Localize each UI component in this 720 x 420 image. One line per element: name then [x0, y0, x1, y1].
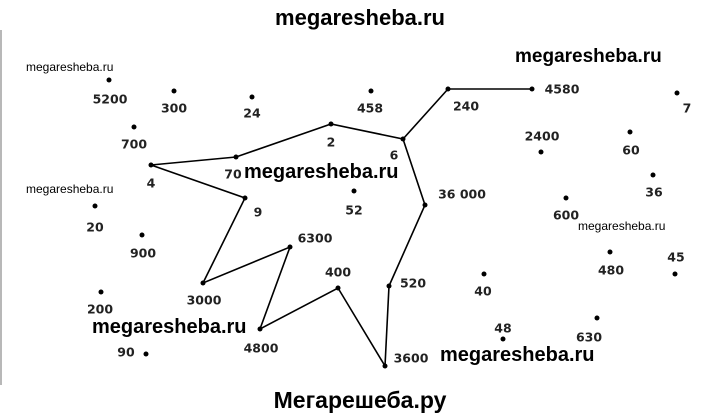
header-watermark: megaresheba.ru — [275, 5, 445, 30]
dot — [627, 129, 633, 135]
number-label: 4 — [146, 175, 156, 191]
number-label: 240 — [452, 98, 480, 114]
number-label: 480 — [597, 262, 625, 278]
dot — [242, 195, 248, 201]
watermark-mid-left: megaresheba.ru — [26, 182, 114, 196]
number-label: 7 — [682, 100, 692, 116]
number-label: 45 — [667, 249, 685, 265]
number-label: 60 — [622, 142, 640, 158]
number-label: 3600 — [393, 350, 429, 366]
dot — [98, 289, 104, 295]
number-label: 90 — [117, 344, 135, 360]
dot — [538, 149, 544, 155]
watermark-center: megaresheba.ru — [244, 161, 399, 183]
dot — [368, 88, 374, 94]
dot — [131, 124, 137, 130]
figure-outline-right — [150, 138, 426, 369]
watermark-top-left: megaresheba.ru — [26, 60, 114, 74]
watermark-top-right: megaresheba.ru — [515, 46, 662, 67]
number-label: 70 — [224, 166, 242, 182]
number-label: 20 — [86, 219, 104, 235]
number-label: 36 — [645, 184, 663, 200]
dot — [351, 188, 357, 194]
dot — [672, 271, 678, 277]
number-label: 4580 — [544, 81, 580, 97]
dot — [382, 363, 388, 369]
number-label: 5200 — [92, 91, 128, 107]
watermark-mid-right: megaresheba.ru — [578, 219, 666, 233]
dot — [171, 88, 177, 94]
number-label: 6 — [389, 147, 399, 163]
dot — [143, 351, 149, 357]
dot — [445, 86, 451, 92]
watermark-bottom-center: megaresheba.ru — [440, 344, 595, 366]
number-label: 700 — [120, 136, 148, 152]
number-label: 2 — [326, 134, 336, 150]
dot — [249, 94, 255, 100]
number-label: 520 — [399, 275, 427, 291]
dot — [257, 326, 263, 332]
number-label: 2400 — [524, 128, 560, 144]
dot — [335, 285, 341, 291]
number-label: 458 — [356, 100, 384, 116]
dot — [148, 162, 154, 168]
number-label: 52 — [345, 202, 363, 218]
number-label: 48 — [494, 320, 512, 336]
number-label: 3000 — [186, 292, 222, 308]
number-label: 200 — [86, 301, 114, 317]
dot — [563, 195, 569, 201]
left-border-line — [0, 30, 2, 385]
number-label: 24 — [243, 105, 261, 121]
number-label: 40 — [474, 283, 492, 299]
dot — [200, 280, 206, 286]
dot — [106, 77, 112, 83]
number-label: 600 — [552, 207, 580, 223]
dot — [500, 336, 506, 342]
dot — [92, 203, 98, 209]
dot — [386, 283, 392, 289]
number-label: 400 — [324, 264, 352, 280]
footer-watermark: Мегарешеба.ру — [273, 387, 447, 413]
dot — [400, 136, 406, 142]
dot — [287, 244, 293, 250]
dot — [607, 249, 613, 255]
number-label: 4800 — [243, 340, 279, 356]
dot — [674, 90, 680, 96]
number-label: 9 — [253, 204, 263, 220]
number-label: 300 — [160, 100, 188, 116]
dot — [529, 86, 535, 92]
dot — [328, 121, 334, 127]
number-label: 900 — [129, 245, 157, 261]
figure-outline — [150, 88, 532, 166]
dot — [139, 232, 145, 238]
dot — [233, 154, 239, 160]
number-label: 36 000 — [438, 186, 486, 202]
dot — [481, 271, 487, 277]
watermark-bottom-left: megaresheba.ru — [92, 316, 247, 338]
number-label: 6300 — [297, 230, 333, 246]
dot — [650, 172, 656, 178]
dot — [422, 202, 428, 208]
dot — [594, 315, 600, 321]
number-label: 630 — [575, 329, 603, 345]
